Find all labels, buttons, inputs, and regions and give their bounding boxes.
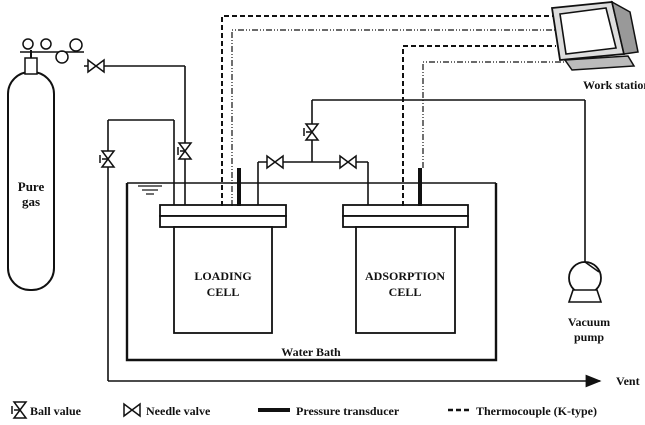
adsorption-cell-label-2: CELL	[389, 285, 422, 299]
thermocouple-line-adsorption	[402, 45, 556, 206]
pressure-transducer-legend-label: Pressure transducer	[296, 404, 400, 418]
work-station-monitor	[550, 0, 639, 71]
water-bath-label: Water Bath	[281, 345, 341, 359]
ball-valve-vacuum	[303, 123, 320, 141]
loading-cell-label-1: LOADING	[194, 269, 251, 283]
ball-value-legend-icon	[11, 401, 28, 419]
transducer-signal-adsorption	[422, 50, 566, 168]
loading-cell-label-2: CELL	[207, 285, 240, 299]
adsorption-cell	[342, 204, 469, 334]
thermocouple-line-loading	[221, 15, 556, 206]
needle-valve-legend-label: Needle valve	[146, 404, 211, 418]
vacuum-pump-label-2: pump	[574, 330, 604, 344]
needle-valve-left	[266, 154, 284, 170]
vacuum-pump-label-1: Vacuum	[568, 315, 610, 329]
water-bath	[125, 182, 498, 362]
pure-gas-label-1: Pure	[18, 179, 45, 194]
work-station-label: Work station	[583, 78, 645, 92]
legend: Ball value Needle valve Pressure transdu…	[11, 401, 597, 419]
transducer-signal-loading	[231, 29, 556, 206]
needle-valve-right	[339, 154, 357, 170]
gas-cylinder	[7, 57, 55, 291]
regulator-gauges	[20, 38, 84, 64]
pure-gas-label-2: gas	[22, 194, 40, 209]
needle-valve-legend-icon	[123, 402, 141, 418]
vent-label: Vent	[616, 374, 640, 388]
ball-valve-loading	[177, 142, 193, 160]
ball-value-legend-label: Ball value	[30, 404, 82, 418]
thermocouple-legend-label: Thermocouple (K-type)	[476, 404, 597, 418]
ball-valve-vent	[99, 150, 116, 168]
vacuum-pump	[567, 261, 603, 303]
gas-feed-line	[84, 65, 186, 205]
adsorption-cell-label-1: ADSORPTION	[365, 269, 445, 283]
needle-valve-feed	[87, 58, 105, 74]
loading-cell	[159, 204, 287, 334]
